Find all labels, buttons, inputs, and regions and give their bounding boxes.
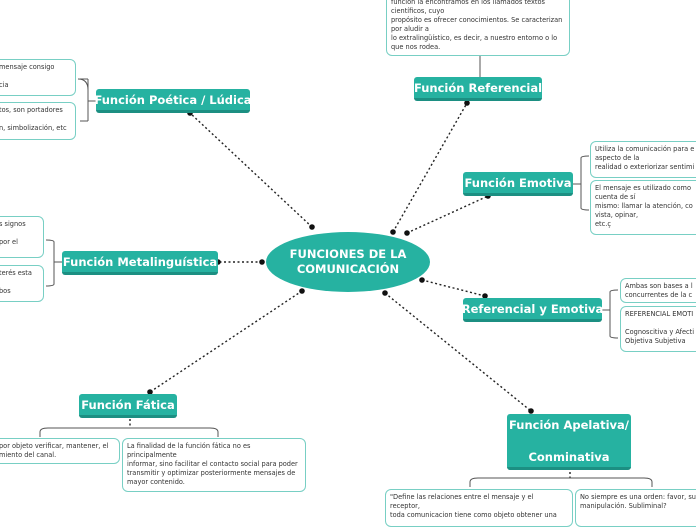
note-emotiva-2[interactable]: El mensaje es utilizado como cuenta de s… (590, 180, 696, 235)
dot-ref-emotiva (482, 293, 488, 299)
topic-ref-emotiva[interactable]: Referencial y Emotiva (462, 298, 603, 322)
dot-apelativa-c (382, 290, 388, 296)
dot-fatica (147, 389, 153, 395)
link-central-poetica (189, 112, 313, 228)
dot-meta-c (259, 259, 265, 265)
dot-fatica-c (299, 288, 305, 294)
note-meta-2[interactable]: terés esta bos (0, 265, 44, 302)
bracket-poetica (77, 78, 96, 122)
topic-metalinguistica[interactable]: Función Metalinguística (62, 251, 218, 275)
dot-referencial-c (390, 229, 396, 235)
dot-apelativa (528, 408, 534, 414)
topic-fatica[interactable]: Función Fática (79, 394, 177, 418)
note-fatica-1[interactable]: por objeto verificar, mantener, el mient… (0, 438, 120, 464)
topic-referencial[interactable]: Función Referencial (414, 77, 542, 101)
note-ref-emotiva-2[interactable]: REFERENCIAL EMOTI Cognoscitiva y Afecti … (620, 306, 696, 352)
note-fatica-2[interactable]: La finalidad de la función fática no es … (122, 438, 306, 492)
dot-poetica-c (309, 224, 315, 230)
note-poetica-2[interactable]: tos, son portadores n, simbolización, et… (0, 102, 76, 140)
central-node[interactable]: FUNCIONES DE LA COMUNICACIÓN (266, 232, 430, 292)
link-central-emotiva (406, 195, 489, 234)
topic-poetica[interactable]: Función Poética / Lúdica (94, 89, 252, 113)
link-central-fatica (149, 290, 303, 393)
link-central-referencial (392, 102, 468, 233)
dot-ref-emotiva-c (419, 277, 425, 283)
bracket-apelativa (469, 477, 653, 487)
link-central-ref-emotiva (421, 279, 486, 297)
topic-apelativa[interactable]: Función Apelativa/ Conminativa (507, 414, 631, 470)
note-meta-1[interactable]: s signos por el (0, 216, 44, 258)
dot-referencial (464, 100, 470, 106)
dot-emotiva-c (404, 230, 410, 236)
note-poetica-1[interactable]: mensaje consigo cia (0, 59, 76, 96)
note-ref-emotiva-1[interactable]: Ambas son bases a l concurrentes de la c (620, 278, 696, 303)
note-referencial[interactable]: función la encontramos en los llamados t… (386, 0, 570, 56)
topic-emotiva[interactable]: Función Emotiva (463, 172, 573, 196)
bracket-metalinguistica (45, 239, 62, 287)
bracket-fatica (39, 427, 219, 437)
note-emotiva-1[interactable]: Utiliza la comunicación para e aspecto d… (590, 141, 696, 178)
bracket-emotiva (573, 155, 590, 211)
note-apelativa-1[interactable]: "Define las relaciones entre el mensaje … (385, 489, 573, 527)
bracket-ref-emotiva (602, 289, 619, 339)
note-apelativa-2[interactable]: No siempre es una orden: favor, su manip… (575, 489, 696, 527)
